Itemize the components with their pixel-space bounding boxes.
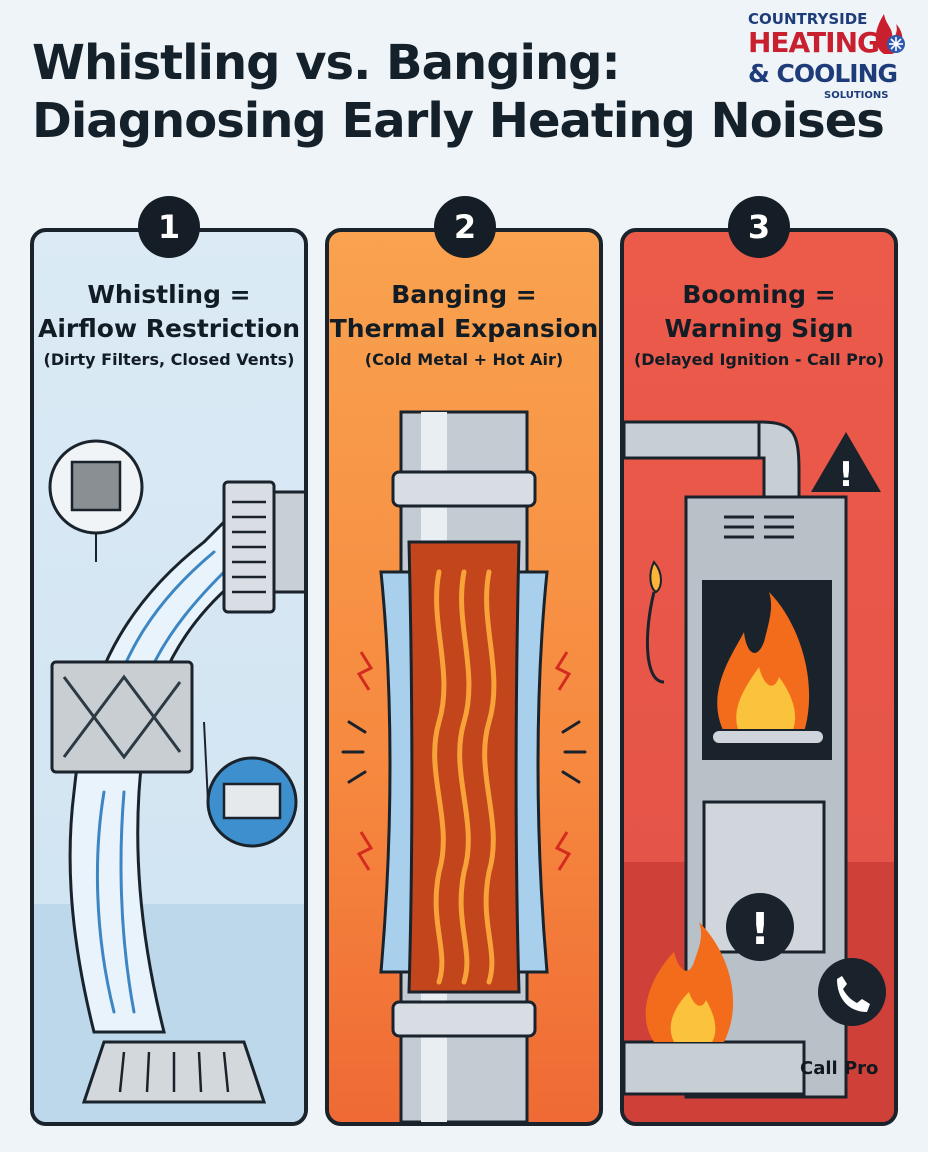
panel-3-title-line-1: Booming =: [682, 280, 836, 309]
title-line-2: Diagnosing Early Heating Noises: [32, 93, 885, 149]
panel-2-title-line-2: Thermal Expansion: [329, 314, 599, 343]
panel-1-title-line-2: Airflow Restriction: [38, 314, 300, 343]
panel-3-title-line-2: Warning Sign: [664, 314, 854, 343]
panel-1-title-line-1: Whistling =: [87, 280, 251, 309]
furnace-illustration: ! !: [624, 420, 894, 1122]
step-badge-1: 1: [138, 196, 200, 258]
panel-1-title: Whistling = Airflow Restriction: [34, 278, 304, 346]
vibration-lines-icon: [341, 720, 587, 784]
panel-2-subtitle: (Cold Metal + Hot Air): [364, 350, 564, 369]
logo-line-3: & COOLING: [748, 59, 898, 88]
logo-line-4: SOLUTIONS: [824, 90, 889, 101]
svg-text:!: !: [838, 455, 854, 495]
step-badge-2: 2: [434, 196, 496, 258]
title-line-1: Whistling vs. Banging:: [32, 35, 621, 91]
logo-line-2: HEATING: [748, 26, 880, 59]
warning-triangle-icon: [811, 432, 881, 492]
logo-line-1: COUNTRYSIDE: [748, 10, 868, 28]
airflow-duct-illustration: [34, 439, 304, 1122]
filter-icon: [50, 660, 194, 774]
logo-flame-snowflake-icon: [875, 14, 905, 54]
page-title: Whistling vs. Banging: Diagnosing Early …: [32, 34, 912, 150]
panel-3-subtitle: (Delayed Ignition - Call Pro): [633, 350, 885, 369]
exclamation-icon: [726, 893, 794, 961]
panel-booming: Booming = Warning Sign (Delayed Ignition…: [620, 228, 898, 1126]
phone-icon: [818, 958, 886, 1026]
step-badge-3: 3: [728, 196, 790, 258]
panel-3-title: Booming = Warning Sign: [624, 278, 894, 346]
company-logo: COUNTRYSIDE HEATING & COOLING SOLUTIONS: [740, 6, 920, 102]
panel-whistling: Whistling = Airflow Restriction (Dirty F…: [30, 228, 308, 1126]
panel-1-subtitle: (Dirty Filters, Closed Vents): [43, 350, 295, 369]
svg-text:!: !: [750, 904, 770, 955]
panel-2-title-line-1: Banging =: [391, 280, 537, 309]
call-pro-label: Call Pro: [800, 1058, 879, 1079]
expanding-pipe-illustration: [341, 410, 587, 1122]
panel-2-title: Banging = Thermal Expansion: [329, 278, 599, 346]
panel-banging: Banging = Thermal Expansion (Cold Metal …: [325, 228, 603, 1126]
